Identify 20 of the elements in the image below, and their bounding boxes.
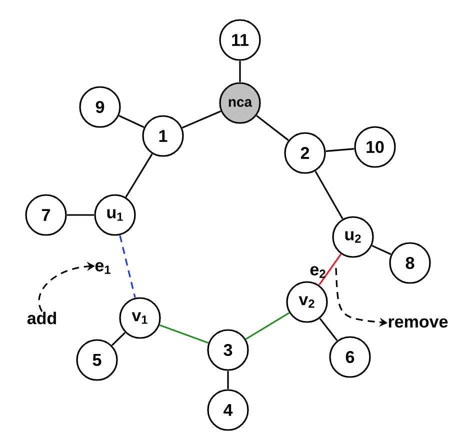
edge-label: e$_{2}$ bbox=[310, 266, 326, 278]
edge-line bbox=[372, 244, 392, 255]
edge-line bbox=[159, 324, 209, 344]
edge-line bbox=[319, 318, 338, 341]
text-label: remove bbox=[388, 318, 448, 328]
edge-line bbox=[227, 371, 229, 389]
text-label: add bbox=[27, 312, 56, 324]
edge-line bbox=[125, 154, 153, 198]
edge-line bbox=[318, 254, 342, 286]
edge-label: e$_{1}$ bbox=[95, 262, 110, 274]
edge-line bbox=[239, 61, 241, 82]
edge-line bbox=[111, 332, 126, 346]
edge-line bbox=[256, 115, 289, 141]
edge-line bbox=[314, 170, 344, 220]
edge-line bbox=[326, 148, 354, 152]
edge-line bbox=[119, 235, 136, 298]
edge-line bbox=[67, 214, 94, 216]
edge-line bbox=[182, 110, 222, 128]
edge-line bbox=[246, 312, 290, 340]
edge-line bbox=[118, 115, 144, 128]
